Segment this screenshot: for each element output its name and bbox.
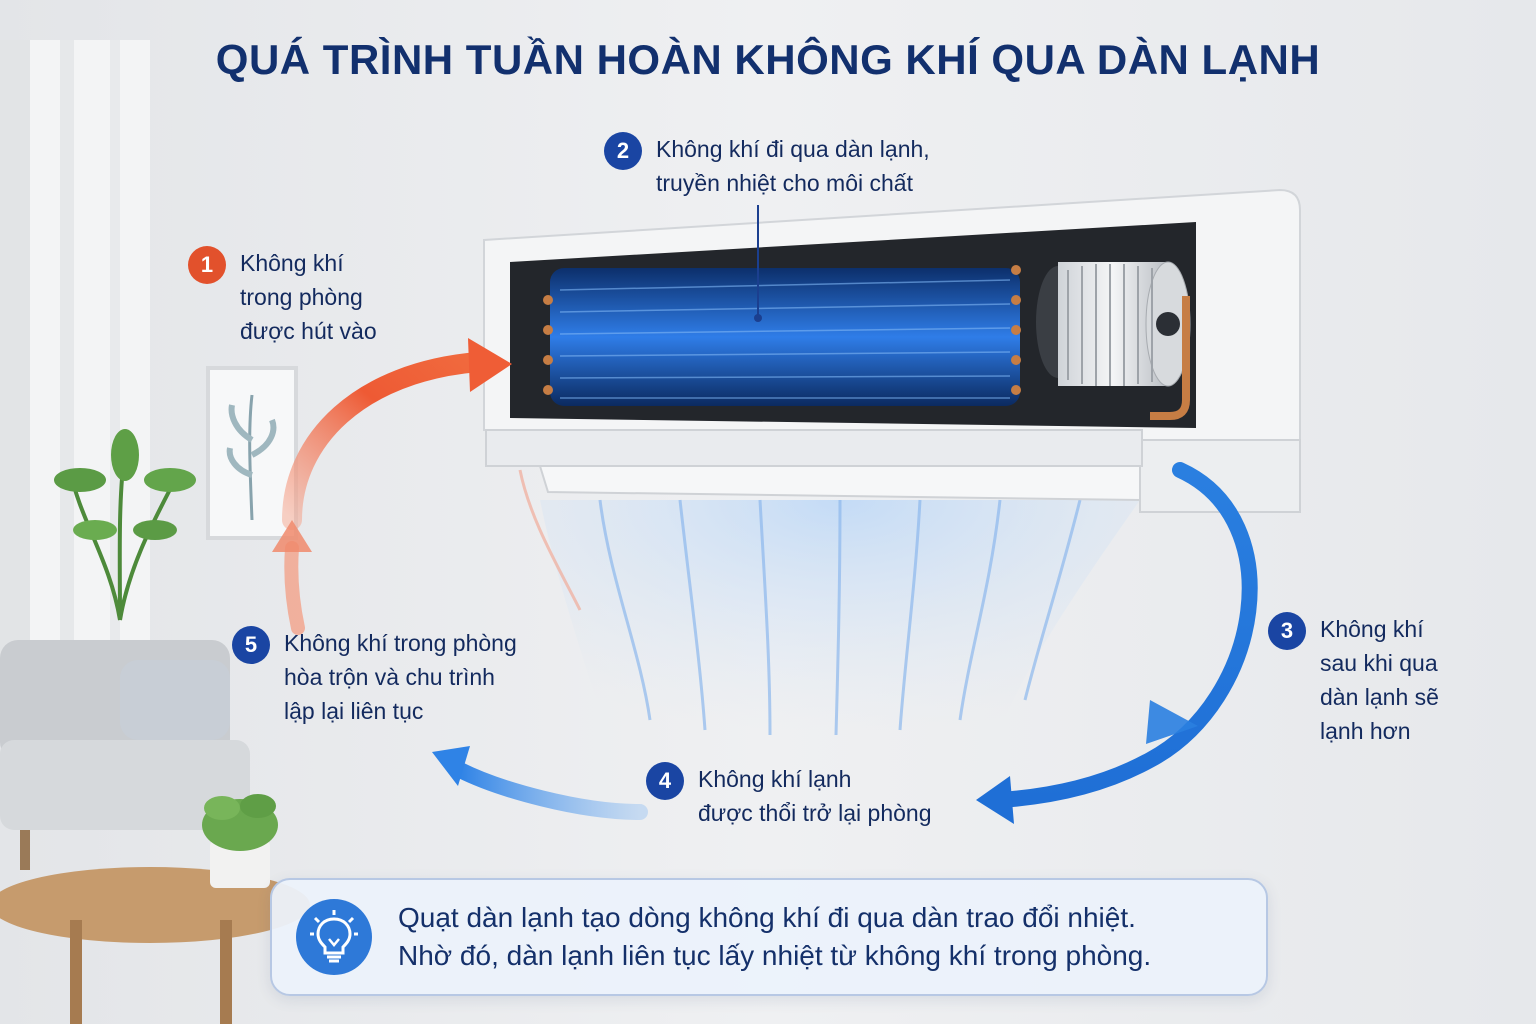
step-2-text: Không khí đi qua dàn lạnh, truyền nhiệt …: [656, 136, 930, 196]
step-4-badge: 4: [646, 762, 684, 800]
page-title: QUÁ TRÌNH TUẦN HOÀN KHÔNG KHÍ QUA DÀN LẠ…: [215, 36, 1321, 83]
lightbulb-icon: [296, 899, 372, 975]
coffee-table: [0, 794, 310, 1024]
info-box: Quạt dàn lạnh tạo dòng không khí đi qua …: [270, 878, 1268, 996]
plant: [54, 429, 196, 621]
warm-return-arrow: [272, 520, 312, 635]
step-4-text: Không khí lạnh được thổi trở lại phòng: [698, 766, 932, 826]
step-1-badge: 1: [188, 246, 226, 284]
air-conditioner-unit: [483, 188, 1301, 514]
warm-intake-arrow: [282, 338, 512, 530]
step-5-badge: 5: [232, 626, 270, 664]
info-line-1: Quạt dàn lạnh tạo dòng không khí đi qua …: [398, 902, 1136, 933]
step-4: 4 Không khí lạnh được thổi trở lại phòng: [646, 762, 932, 830]
cool-mixing-arrow: [432, 746, 648, 820]
step-5-text: Không khí trong phòng hòa trộn và chu tr…: [284, 630, 517, 724]
cool-airflow: [518, 469, 1140, 790]
wall-picture: [206, 366, 298, 540]
cool-outflow-arrow: [976, 462, 1258, 824]
step-3-badge: 3: [1268, 612, 1306, 650]
step-2-badge: 2: [604, 132, 642, 170]
step-3-text: Không khí sau khi qua dàn lạnh sẽ lạnh h…: [1320, 616, 1439, 744]
info-line-2: Nhờ đó, dàn lạnh liên tục lấy nhiệt từ k…: [398, 940, 1152, 971]
sofa: [0, 640, 250, 870]
step-2: 2 Không khí đi qua dàn lạnh, truyền nhiệ…: [604, 132, 930, 200]
window-curtain: [0, 40, 150, 680]
step-2-leader-dot: [754, 314, 762, 322]
step-3: 3 Không khí sau khi qua dàn lạnh sẽ lạnh…: [1268, 612, 1439, 748]
step-5: 5 Không khí trong phòng hòa trộn và chu …: [232, 626, 517, 728]
step-1: 1 Không khí trong phòng được hút vào: [188, 246, 377, 348]
step-1-text: Không khí trong phòng được hút vào: [240, 250, 377, 344]
info-text: Quạt dàn lạnh tạo dòng không khí đi qua …: [398, 899, 1151, 975]
